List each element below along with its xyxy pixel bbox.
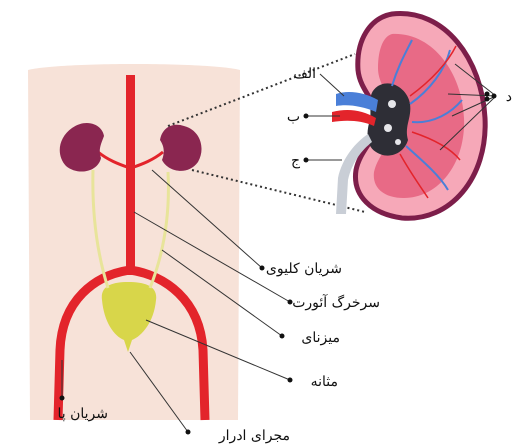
dot-jim (304, 158, 309, 163)
label-urethra: مجرای ادرار (218, 428, 290, 444)
dot-renal-artery (260, 266, 265, 271)
dot-dal-3 (485, 97, 490, 102)
dot-be (304, 114, 309, 119)
leader-alef (320, 74, 344, 96)
aorta (126, 75, 135, 275)
label-aorta: سرخرگ آئورت (292, 293, 380, 311)
label-bladder: مثانه (311, 374, 338, 390)
dot-dal-1 (485, 92, 490, 97)
dot-dal-2 (492, 94, 497, 99)
label-ureter: میزنای (301, 330, 340, 346)
label-jim: ج (291, 153, 301, 169)
label-renal-artery: شریان کلیوی (266, 261, 342, 277)
kidney-cross-section (332, 14, 485, 219)
dot-urethra (186, 430, 191, 435)
label-alef: الف (293, 66, 316, 82)
dot-ureter (280, 334, 285, 339)
dot-bladder (288, 378, 293, 383)
dot-leg-artery (60, 396, 65, 401)
label-leg-artery: شریان پا (57, 406, 108, 422)
label-dal: د (506, 89, 512, 105)
label-be: ب (287, 109, 300, 125)
